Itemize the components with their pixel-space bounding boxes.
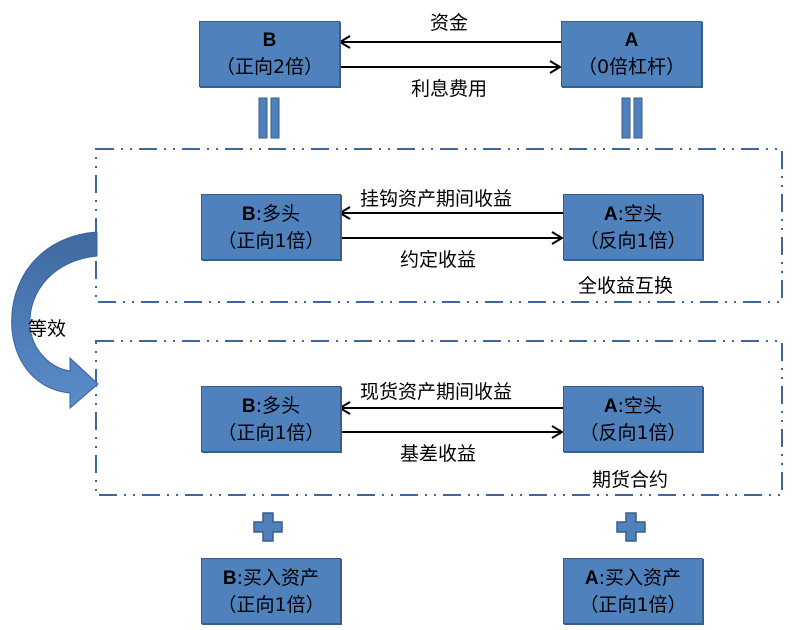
label-basis-return: 基差收益 [400, 443, 477, 465]
node-label: B [262, 30, 277, 51]
node-sublabel: （反向1倍） [579, 229, 687, 252]
node-sublabel: （正向1倍） [217, 229, 325, 252]
equals-icon-right [621, 97, 643, 139]
node-role: :买入资产 [598, 566, 682, 589]
node-sublabel: （正向1倍） [579, 593, 687, 616]
node-label: A [624, 30, 639, 51]
caption-total-return-swap: 全收益互换 [578, 275, 674, 297]
node-sublabel: （0倍杠杆） [577, 56, 686, 78]
node-role: :空头 [617, 202, 663, 225]
node-b-leveraged: B （正向2倍） [199, 21, 340, 87]
node-a-buy-asset: A:买入资产 （正向1倍） [563, 558, 703, 624]
plus-icon-right [616, 512, 646, 542]
node-prefix: A [603, 395, 618, 417]
node-sublabel: （正向2倍） [215, 56, 324, 78]
curved-arrow-icon [11, 231, 99, 410]
node-label: A:买入资产 [585, 565, 681, 592]
node-label: B:买入资产 [223, 565, 319, 592]
node-role: :多头 [255, 202, 301, 225]
node-prefix: B [222, 567, 237, 589]
node-label: B:多头 [242, 393, 300, 420]
node-prefix: A [584, 567, 599, 589]
node-b-long-swap: B:多头 （正向1倍） [201, 194, 341, 260]
frame-total-return-swap [95, 148, 783, 303]
node-prefix: B [241, 395, 256, 417]
frame-futures-contract [95, 340, 783, 496]
node-sublabel: （反向1倍） [579, 421, 687, 444]
label-spot-asset-return: 现货资产期间收益 [360, 381, 513, 403]
equals-icon-left [258, 97, 280, 139]
node-label: A:空头 [604, 393, 662, 420]
node-prefix: A [603, 203, 618, 225]
node-role: :买入资产 [236, 566, 320, 589]
label-linked-asset-return: 挂钩资产期间收益 [360, 188, 513, 210]
node-b-long-futures: B:多头 （正向1倍） [201, 386, 341, 452]
node-role: :空头 [617, 394, 663, 417]
node-role: :多头 [255, 394, 301, 417]
plus-icon-left [253, 512, 283, 542]
caption-futures-contract: 期货合约 [592, 469, 669, 491]
node-prefix: B [241, 203, 256, 225]
node-a-no-leverage: A （0倍杠杆） [561, 21, 702, 87]
node-sublabel: （正向1倍） [217, 421, 325, 444]
node-b-buy-asset: B:买入资产 （正向1倍） [201, 558, 341, 624]
label-interest-expense: 利息费用 [411, 78, 488, 100]
node-label: A:空头 [604, 201, 662, 228]
label-funds: 资金 [430, 12, 469, 34]
label-agreed-return: 约定收益 [400, 249, 477, 271]
node-a-short-swap: A:空头 （反向1倍） [563, 194, 703, 260]
node-sublabel: （正向1倍） [217, 593, 325, 616]
node-label: B:多头 [242, 201, 300, 228]
label-equivalent: 等效 [28, 318, 67, 340]
node-a-short-futures: A:空头 （反向1倍） [563, 386, 703, 452]
